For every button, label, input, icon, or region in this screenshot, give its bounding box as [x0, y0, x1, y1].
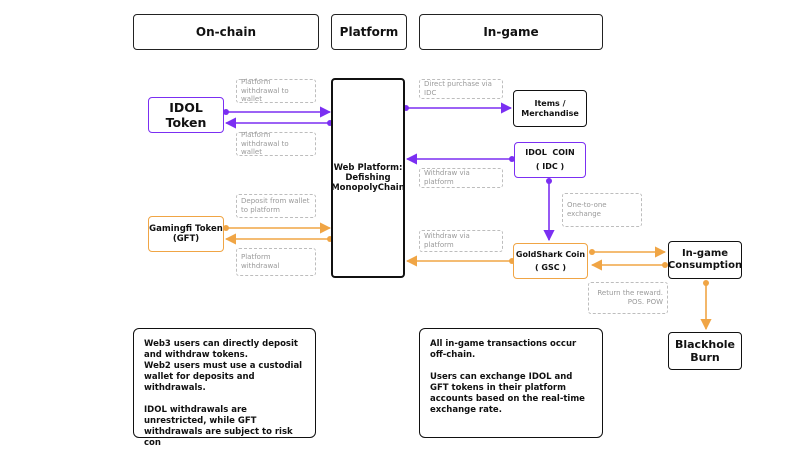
idol-withdraw-label-top: Platform withdrawal to wallet [236, 78, 316, 103]
withdraw-platform-label-1: Withdraw via platform [419, 168, 503, 188]
gft-label-line2: (GFT) [172, 234, 200, 244]
consumption-label-line2: Consumption [667, 260, 743, 271]
one-to-one-label: One-to-one exchange [562, 193, 642, 227]
gft-withdraw-label: Platform withdrawal [236, 248, 316, 276]
gft-node: Gamingfi Token (GFT) [148, 216, 224, 252]
web-platform-label-line1: Web Platform: [333, 162, 403, 173]
idol-withdraw-label-bottom: Platform withdrawal to wallet [236, 131, 316, 156]
gft-deposit-label: Deposit from wallet to platform [236, 194, 316, 218]
idol-token-label: IDOL Token [165, 100, 207, 130]
items-node: Items / Merchandise [513, 90, 587, 127]
onchain-note: Web3 users can directly deposit and with… [133, 328, 316, 448]
gsc-label-line2: ( GSC ) [534, 262, 567, 272]
gsc-node: GoldShark Coin ( GSC ) [513, 243, 588, 279]
consumption-label-line1: In-game [681, 248, 729, 259]
idc-node: IDOL COIN ( IDC ) [514, 142, 586, 178]
return-reward-label: Return the reward. POS. POW [588, 282, 668, 314]
items-label-line2: Merchandise [521, 108, 579, 118]
burn-label-line2: Burn [690, 351, 720, 364]
gsc-label-line1: GoldShark Coin [515, 249, 586, 259]
burn-node: Blackhole Burn [668, 332, 742, 370]
web-platform-label-line2: Defishing [345, 172, 391, 183]
header-platform: Platform [331, 14, 407, 50]
web-platform-node: Web Platform: Defishing MonopolyChain [331, 78, 405, 278]
consumption-node: In-game Consumption [668, 241, 742, 279]
items-label-line1: Items / [534, 98, 566, 108]
burn-label-line1: Blackhole [674, 337, 736, 351]
direct-purchase-label: Direct purchase via IDC [419, 79, 503, 99]
header-ingame: In-game [419, 14, 603, 50]
header-onchain: On-chain [133, 14, 319, 50]
web-platform-label-line3: MonopolyChain [331, 183, 405, 194]
idol-token-node: IDOL Token [148, 97, 224, 133]
gft-label-line1: Gamingfi Token [149, 223, 223, 234]
withdraw-platform-label-2: Withdraw via platform [419, 230, 503, 252]
idc-label-line1: IDOL COIN [525, 148, 575, 158]
idc-label-line2: ( IDC ) [535, 162, 565, 171]
ingame-note: All in-game transactions occur off-chain… [419, 328, 603, 438]
